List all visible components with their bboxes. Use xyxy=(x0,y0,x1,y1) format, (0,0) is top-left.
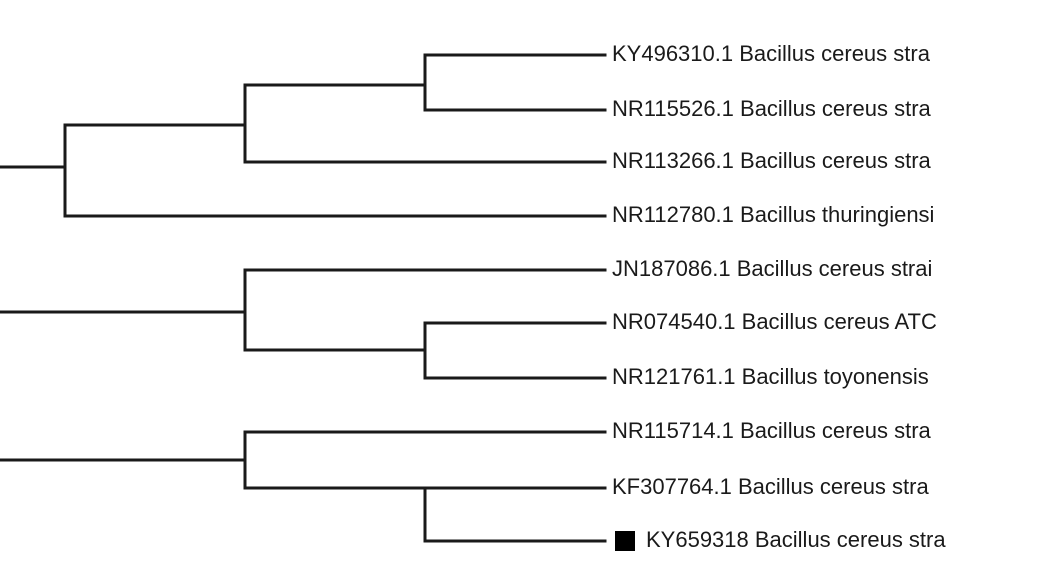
leaf-label-5: JN187086.1 Bacillus cereus strai xyxy=(612,256,932,281)
leaf-labels: KY496310.1 Bacillus cereus stra NR115526… xyxy=(612,41,946,552)
leaf-label-7: NR121761.1 Bacillus toyonensis xyxy=(612,364,929,389)
leaf-label-3: NR113266.1 Bacillus cereus stra xyxy=(612,148,932,173)
leaf-label-6: NR074540.1 Bacillus cereus ATC xyxy=(612,309,937,334)
filled-square-marker-icon xyxy=(615,531,635,551)
leaf-label-8: NR115714.1 Bacillus cereus stra xyxy=(612,418,932,443)
leaf-label-2: NR115526.1 Bacillus cereus stra xyxy=(612,96,932,121)
clade-c xyxy=(0,430,607,543)
leaf-label-1: KY496310.1 Bacillus cereus stra xyxy=(612,41,931,66)
leaf-label-9: KF307764.1 Bacillus cereus stra xyxy=(612,474,929,499)
leaf-label-10: KY659318 Bacillus cereus stra xyxy=(646,527,946,552)
clade-a xyxy=(0,53,607,218)
clade-b xyxy=(0,268,607,380)
leaf-label-4: NR112780.1 Bacillus thuringiensi xyxy=(612,202,934,227)
